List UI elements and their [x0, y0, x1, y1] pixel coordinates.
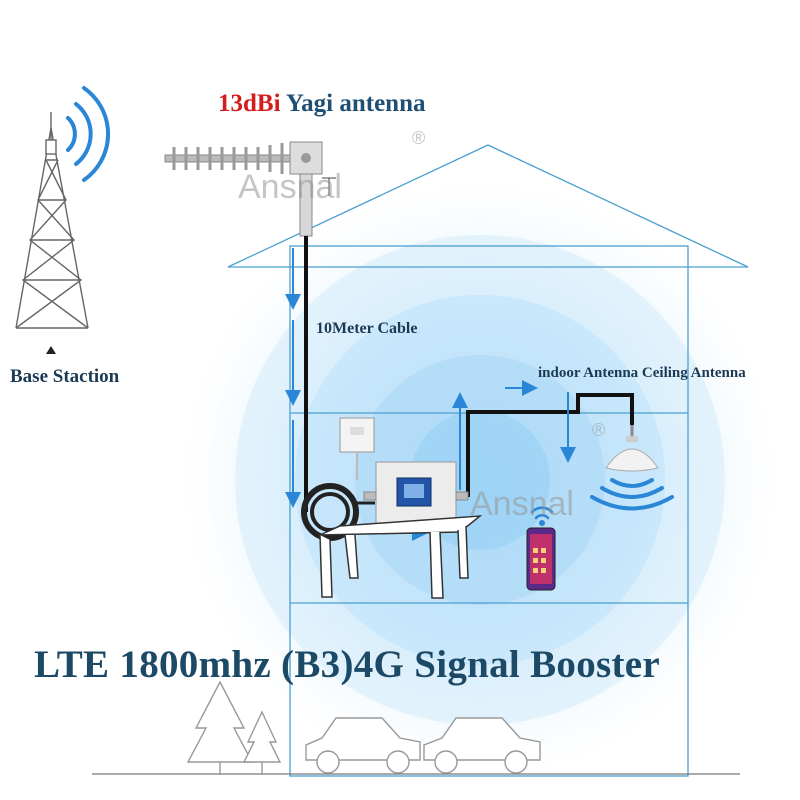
antenna-type-label: Yagi antenna — [285, 90, 426, 117]
registered-mark-center: ® — [592, 420, 606, 440]
antenna-gain-label: 13dBi — [218, 90, 281, 117]
brand-watermark-center: Ansnal — [470, 485, 574, 523]
yagi-antenna — [164, 141, 336, 237]
ceiling-antenna — [605, 425, 659, 472]
antenna-title: 13dBi Yagi antenna — [218, 90, 425, 118]
signal-coverage-rings — [180, 180, 780, 780]
smartphone-icon — [526, 527, 556, 591]
cable-label: 10Meter Cable — [316, 320, 418, 337]
tower-signal-waves — [66, 86, 111, 182]
registered-mark: ® — [412, 128, 426, 148]
table — [319, 515, 483, 599]
power-outlet-icon — [339, 417, 375, 480]
wifi-icon — [530, 506, 554, 527]
indoor-antenna-label: indoor Antenna Ceiling Antenna — [538, 365, 746, 381]
product-title: LTE 1800mhz (B3)4G Signal Booster — [34, 643, 661, 686]
base-station-pointer-icon — [46, 346, 56, 354]
ceiling-antenna-waves — [590, 478, 674, 511]
house-outline — [92, 144, 749, 777]
tree-icons — [186, 680, 282, 775]
brand-watermark: Ansnal — [238, 168, 342, 206]
booster-unit — [363, 461, 469, 527]
base-station-label: Base Staction — [10, 366, 120, 387]
cable-coil-icon — [301, 483, 375, 541]
base-station-tower — [15, 112, 89, 329]
car-icons — [305, 717, 541, 774]
